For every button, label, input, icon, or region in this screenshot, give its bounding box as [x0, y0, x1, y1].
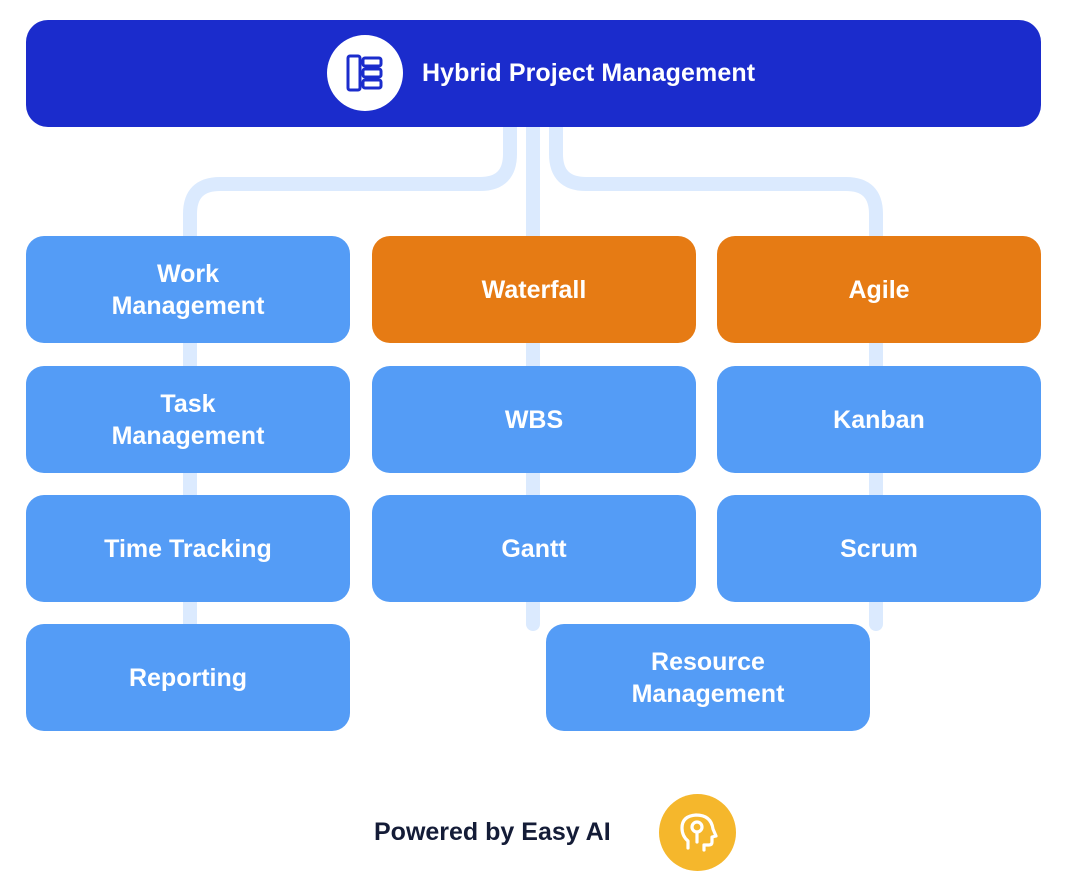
node-waterfall: Waterfall	[372, 236, 696, 343]
connector-header-to-work	[183, 120, 517, 243]
ai-head-icon	[679, 812, 718, 852]
node-label: Time Tracking	[104, 534, 272, 563]
node-label: Work Management	[111, 259, 265, 320]
node-reporting: Reporting	[26, 624, 350, 731]
node-work-management: Work Management	[26, 236, 350, 343]
connector-header-to-agile	[549, 120, 883, 243]
node-wbs: WBS	[372, 366, 696, 473]
easy-ai-logo	[659, 794, 736, 871]
node-scrum: Scrum	[717, 495, 1041, 602]
diagram-title: Hybrid Project Management	[422, 59, 756, 87]
header-icon-badge	[327, 35, 403, 111]
node-label: Gantt	[501, 534, 567, 563]
node-label: Agile	[848, 275, 910, 304]
node-label: Reporting	[128, 663, 248, 692]
node-kanban: Kanban	[717, 366, 1041, 473]
node-gantt: Gantt	[372, 495, 696, 602]
node-task-management: Task Management	[26, 366, 350, 473]
hierarchy-list-icon	[346, 54, 383, 92]
footer: Powered by Easy AI	[0, 794, 1068, 871]
node-label: Resource Management	[631, 647, 785, 708]
node-label: WBS	[504, 405, 564, 434]
node-label: Waterfall	[481, 275, 587, 304]
node-time-tracking: Time Tracking	[26, 495, 350, 602]
node-agile: Agile	[717, 236, 1041, 343]
node-label: Kanban	[833, 405, 925, 434]
node-label: Scrum	[840, 534, 918, 563]
node-resource-management: Resource Management	[546, 624, 870, 731]
node-label: Task Management	[111, 389, 265, 450]
header-banner: Hybrid Project Management	[26, 20, 1041, 127]
powered-by-text: Powered by Easy AI	[374, 817, 611, 846]
